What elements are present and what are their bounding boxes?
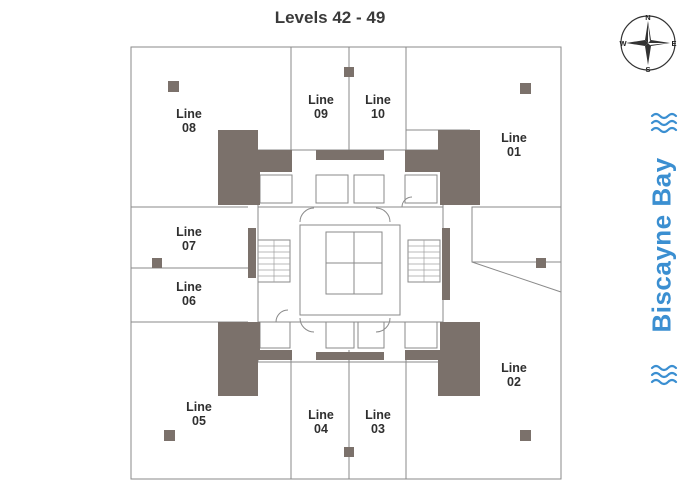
compass-south: S [645,65,650,74]
columns [152,67,546,457]
compass-north: N [645,13,650,22]
building-outline [130,46,562,480]
structural-walls [218,130,480,396]
waterfront-label: Biscayne Bay [646,157,677,333]
page-title: Levels 42 - 49 [274,8,386,27]
compass-icon: N S E W [617,12,679,74]
compass-east: E [671,39,676,48]
water-waves-icon [650,112,678,386]
compass-west: W [619,39,627,48]
